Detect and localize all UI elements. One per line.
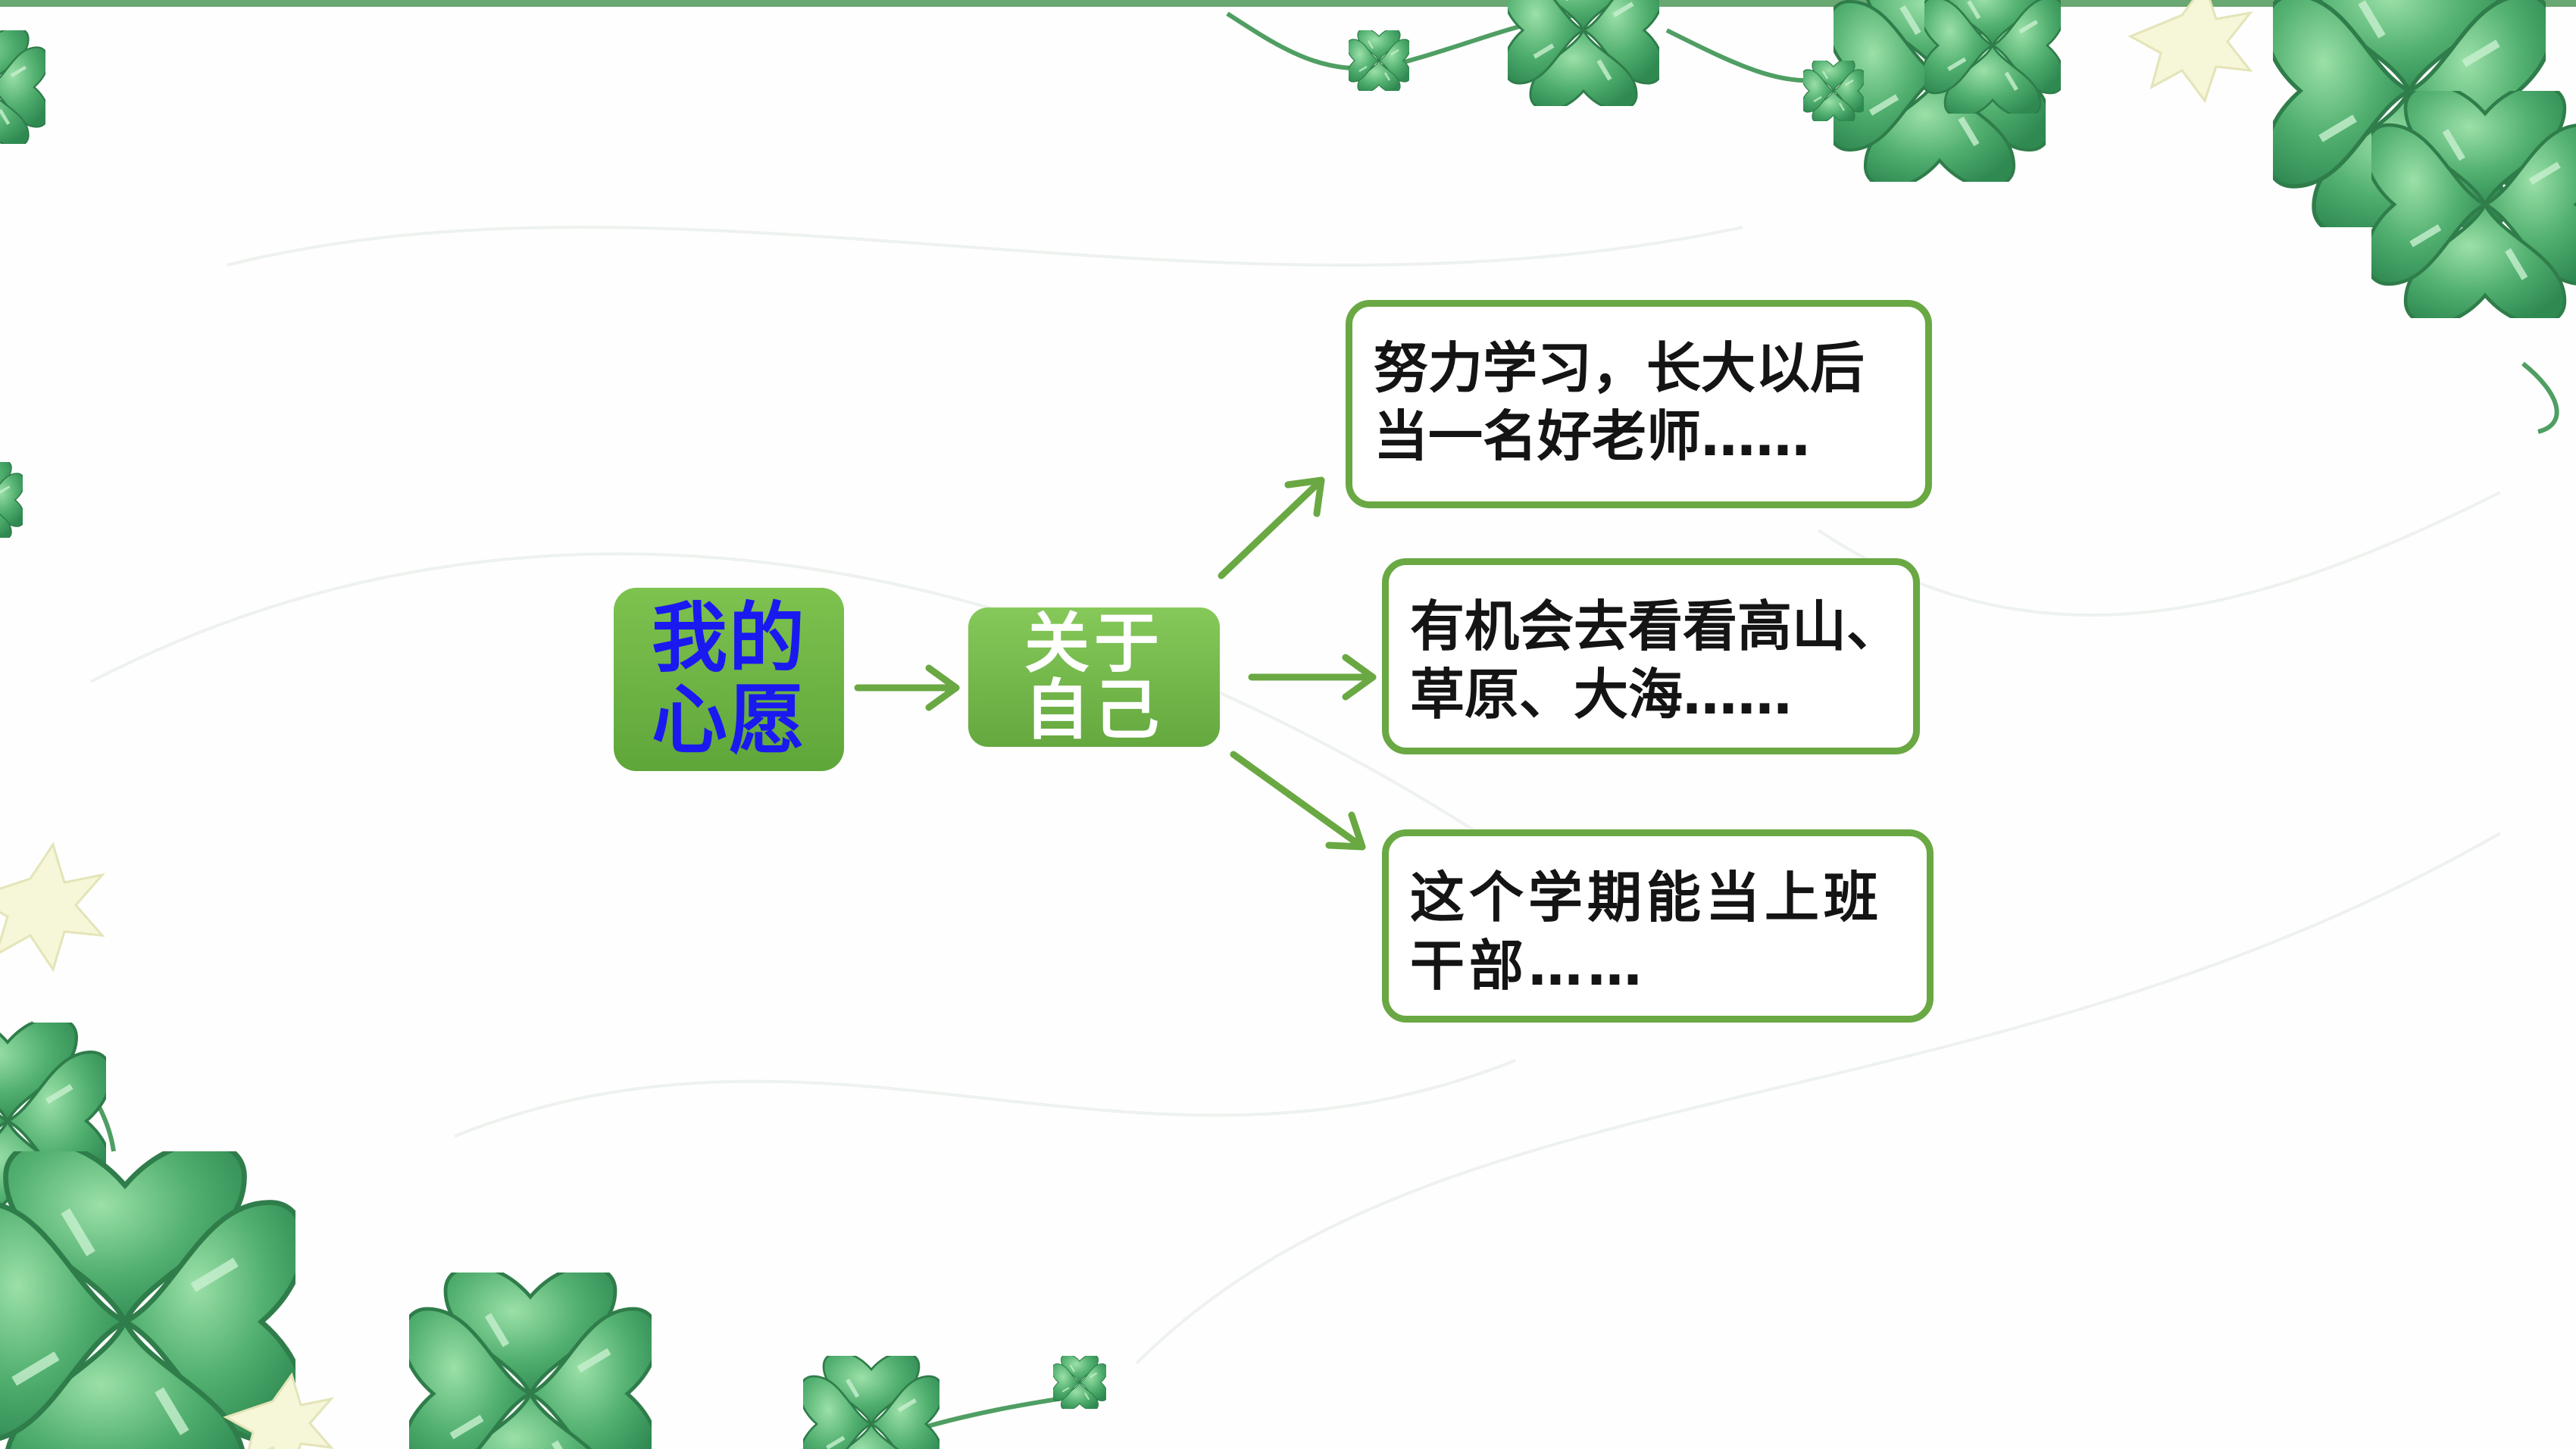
vine-top: [28, 11, 2559, 1434]
root-node-my-wish: 我的 心愿: [614, 588, 844, 771]
wish-1-line-1: 努力学习，长大以后: [1374, 336, 1865, 400]
arrow-to-wish-3: [1230, 751, 1366, 851]
category-node-line-1: 关于: [1024, 606, 1164, 682]
category-node-line-2: 自己: [1024, 673, 1164, 748]
root-node-line-1: 我的: [652, 594, 806, 682]
wish-box-2: 有机会去看看高山、 草原、大海……: [1382, 558, 1920, 754]
wish-box-3: 这个学期能当上班 干部……: [1382, 829, 1934, 1023]
wish-2-line-2: 草原、大海……: [1410, 663, 1793, 726]
wish-3-line-2: 干部……: [1410, 934, 1647, 998]
wish-box-1: 努力学习，长大以后 当一名好老师……: [1346, 300, 1932, 508]
flower-decorations: [0, 0, 2253, 1449]
top-border-line: [0, 0, 2576, 7]
clover-decorations-left: [0, 27, 48, 538]
connector-arrows: [854, 476, 1377, 851]
wish-3-line-1: 这个学期能当上班: [1410, 866, 1884, 929]
arrow-to-wish-1: [1218, 476, 1325, 579]
wish-2-line-1: 有机会去看看高山、: [1410, 595, 1902, 658]
wish-1-line-2: 当一名好老师……: [1374, 404, 1811, 468]
arrow-to-wish-2: [1248, 654, 1377, 701]
root-node-line-2: 心愿: [652, 676, 806, 764]
clover-decorations-top-right: [1349, 0, 2576, 324]
arrow-root-to-category: [854, 664, 960, 711]
clover-decorations-bottom-left: [0, 1018, 1106, 1449]
category-node-about-self: 关于 自己: [968, 607, 1220, 747]
